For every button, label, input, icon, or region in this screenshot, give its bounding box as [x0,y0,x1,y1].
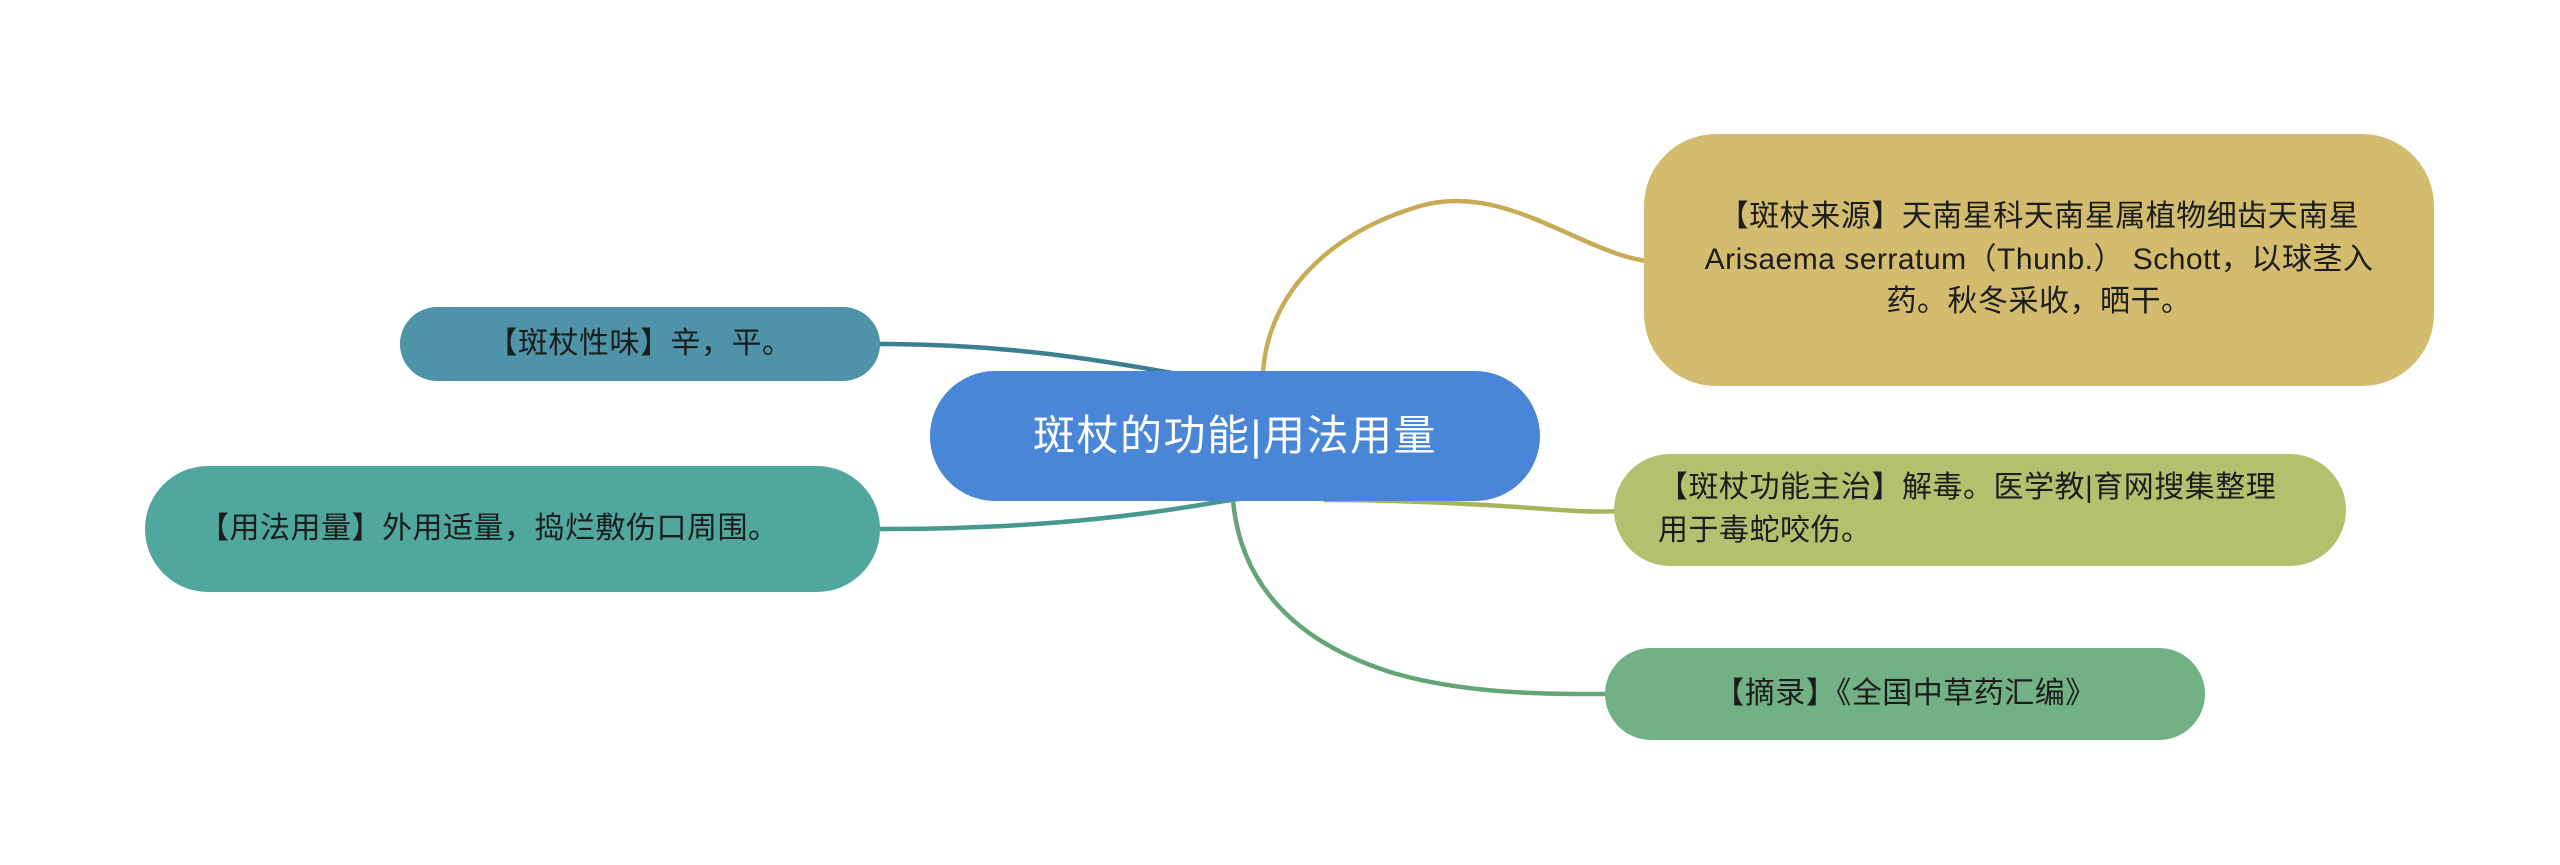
branch-label-shui: 【斑杖性味】辛，平。 [487,326,793,360]
central-node[interactable]: 斑杖的功能|用法用量 [930,371,1540,501]
branch-label-dosage: 【用法用量】外用适量，捣烂敷伤口周围。 [199,511,779,545]
branch-node-dosage[interactable]: 【用法用量】外用适量，捣烂敷伤口周围。 [145,466,880,592]
branch-node-shui[interactable]: 【斑杖性味】辛，平。 [400,307,880,381]
branch-label-source: 【斑杖来源】天南星科天南星属植物细齿天南星Arisaema serratum（T… [1704,200,2374,319]
central-node-label: 斑杖的功能|用法用量 [1033,412,1437,460]
branch-node-source[interactable]: 【斑杖来源】天南星科天南星属植物细齿天南星Arisaema serratum（T… [1644,134,2434,386]
branch-node-excerpt[interactable]: 【摘录】《全国中草药汇编》 [1605,648,2205,740]
branch-label-indication: 【斑杖功能主治】解毒。医学教|育网搜集整理用于毒蛇咬伤。 [1658,471,2277,547]
connector-indication [1322,497,1648,514]
connector-excerpt [1230,497,1623,697]
connector-source [1260,198,1663,375]
branch-label-excerpt: 【摘录】《全国中草药汇编》 [1714,676,2096,710]
branch-node-indication[interactable]: 【斑杖功能主治】解毒。医学教|育网搜集整理用于毒蛇咬伤。 [1614,454,2346,566]
